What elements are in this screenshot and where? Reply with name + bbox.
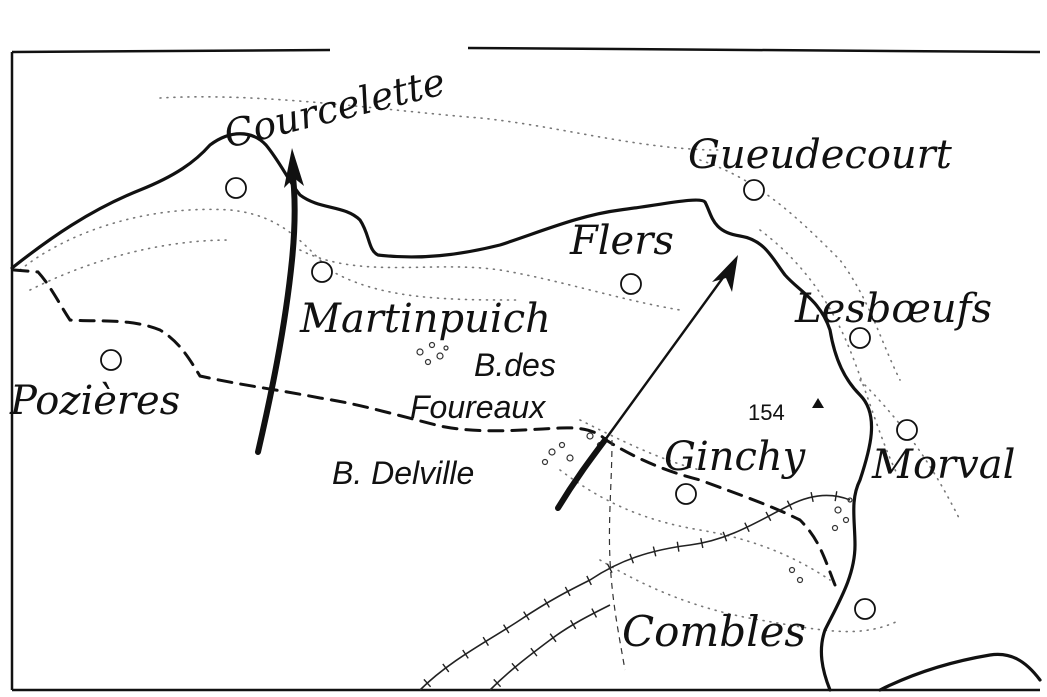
rail-tick-1-3 [549,633,557,643]
rail-tick-0-3 [482,636,489,646]
rail-tick-0-19 [834,491,838,502]
rail-tick-0-9 [606,563,613,574]
rail-tick-0-10 [629,553,635,564]
front-line-east [878,652,1042,692]
village-morval [896,419,918,441]
woods-foureaux [416,341,449,366]
village-gueudecourt [743,179,765,201]
rail-tick-0-6 [543,598,550,608]
attack-arrow-courcelette [255,148,304,455]
rail-tick-1-4 [569,619,577,630]
label-bois-des-foureaux-line2: Foureaux [410,389,546,425]
rail-tick-0-13 [700,538,704,549]
village-combles [854,598,876,620]
rail-tick-0-16 [765,511,772,522]
rail-tick-0-18 [810,491,814,503]
label-pozieres: Pozières [9,378,180,424]
map-frame [10,46,1041,692]
label-bois-delville: B. Delville [332,455,474,491]
rail-tick-0-1 [442,663,450,673]
village-flers [620,273,642,295]
rail-tick-0-15 [744,522,750,533]
label-courcelette: Courcelette [220,59,450,156]
rail-tick-1-5 [591,608,598,618]
village-ginchy [675,483,697,505]
rail-tick-0-11 [652,546,657,557]
rail-tick-0-12 [676,541,680,552]
local-road [608,439,626,671]
rail-tick-0-7 [564,586,571,597]
village-pozieres [100,349,122,371]
attack-arrow-flers [555,255,738,511]
spot-height-label: 154 [748,400,785,425]
label-gueudecourt: Gueudecourt [688,132,953,178]
rail-tick-0-14 [722,531,728,542]
village-lesboeufs [849,327,871,349]
label-lesboeufs: Lesbœufs [794,286,992,332]
rail-tick-0-5 [523,611,530,621]
label-martinpuich: Martinpuich [299,296,551,342]
label-bois-des-foureaux-line1: B.des [474,347,556,383]
rail-tick-1-0 [493,678,502,688]
label-morval: Morval [871,442,1015,488]
label-ginchy: Ginchy [664,434,807,480]
spot-height-marker [812,398,824,408]
rail-tick-1-2 [530,647,538,657]
villages [100,177,918,620]
contour-stipple [19,96,961,633]
rail-tick-0-17 [786,500,793,510]
old-front-line [12,268,837,587]
village-martinpuich [311,261,333,283]
rail-tick-0-2 [462,649,469,659]
label-flers: Flers [569,218,674,264]
rail-tick-0-4 [503,624,510,634]
front-line [10,132,874,692]
rail-tick-0-0 [423,678,432,688]
rail-tick-1-1 [511,662,519,672]
rail-tick-0-8 [586,575,592,586]
label-combles: Combles [622,607,806,656]
woods-morval-east [788,497,853,584]
village-courcelette [225,177,247,199]
railway [419,491,851,691]
